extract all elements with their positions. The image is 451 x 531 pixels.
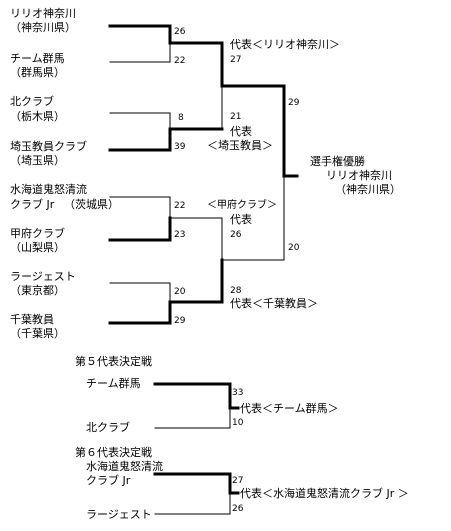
bracket-line — [108, 300, 172, 325]
bracket-line — [109, 112, 171, 130]
score: 29 — [174, 316, 186, 326]
playoff-title: 第５代表決定戦 — [75, 355, 152, 368]
score: 27 — [232, 476, 244, 486]
team-prefecture: （群馬県） — [10, 66, 65, 79]
team-name: 水海道鬼怒清流 — [86, 460, 163, 473]
representative-label: 代表＜水海道鬼怒清流クラブ Jr ＞ — [240, 487, 409, 500]
score: 26 — [174, 27, 186, 37]
team-prefecture: （千葉県） — [10, 327, 65, 340]
representative-label: 代表＜チーム群馬＞ — [240, 402, 339, 415]
score: 26 — [230, 230, 242, 240]
team-name-line2: クラブ Jr — [10, 198, 55, 211]
score: 8 — [178, 113, 184, 123]
score: 27 — [230, 55, 242, 65]
team-name: 水海道鬼怒清流 — [10, 183, 87, 196]
score: 22 — [174, 201, 186, 211]
bracket-line — [109, 42, 171, 63]
champion-prefecture: （神奈川県） — [335, 183, 401, 196]
bracket-line — [154, 407, 231, 429]
team-name: リリオ神奈川 — [10, 7, 76, 20]
team-name: 北クラブ — [86, 421, 130, 434]
score: 39 — [174, 142, 186, 152]
team-name: 千葉教員 — [10, 313, 54, 326]
team-name: ラージェスト — [86, 508, 152, 521]
representative-label: 代表 — [230, 213, 252, 226]
score: 23 — [174, 230, 186, 240]
score: 33 — [232, 388, 244, 398]
score: 21 — [230, 112, 242, 122]
team-prefecture: （栃木県） — [10, 110, 65, 123]
bracket-line — [153, 382, 232, 410]
score: 10 — [232, 418, 244, 428]
team-name: チーム群馬 — [10, 52, 65, 65]
score: 22 — [174, 56, 186, 66]
bracket-line — [108, 127, 172, 152]
champion-title: 選手権優勝 — [310, 155, 365, 168]
score: 20 — [174, 287, 186, 297]
team-prefecture: （山梨県） — [10, 241, 65, 254]
score: 29 — [288, 98, 300, 108]
team-prefecture: （埼玉県） — [10, 154, 65, 167]
team-name: ラージェスト — [10, 270, 76, 283]
team-name: 埼玉教員クラブ — [10, 140, 87, 153]
representative-label: 代表 — [230, 125, 252, 138]
representative-label: 代表＜リリオ神奈川＞ — [230, 38, 340, 51]
team-name: チーム群馬 — [86, 377, 141, 390]
representative-label: ＜埼玉教員＞ — [207, 139, 273, 152]
playoff-title: 第６代表決定戦 — [75, 446, 152, 459]
team-name: 北クラブ — [10, 95, 54, 108]
champion-name: リリオ神奈川 — [326, 169, 392, 182]
representative-label: ＜甲府クラブ＞ — [207, 200, 277, 211]
bracket-line — [108, 216, 172, 242]
score: 28 — [230, 286, 242, 296]
team-name-line2: クラブ Jr — [86, 474, 131, 487]
team-prefecture: （神奈川県） — [10, 21, 76, 34]
score: 26 — [232, 504, 244, 514]
bracket-line — [109, 196, 171, 219]
bracket-line — [154, 492, 231, 515]
score: 20 — [288, 243, 300, 253]
team-prefecture: （茨城県） — [64, 198, 119, 211]
bracket-line — [108, 24, 172, 45]
representative-label: 代表＜千葉教員＞ — [230, 297, 318, 310]
team-name: 甲府クラブ — [10, 227, 65, 240]
bracket-line — [109, 282, 171, 303]
bracket-line — [153, 472, 232, 495]
team-prefecture: （東京都） — [10, 284, 65, 297]
